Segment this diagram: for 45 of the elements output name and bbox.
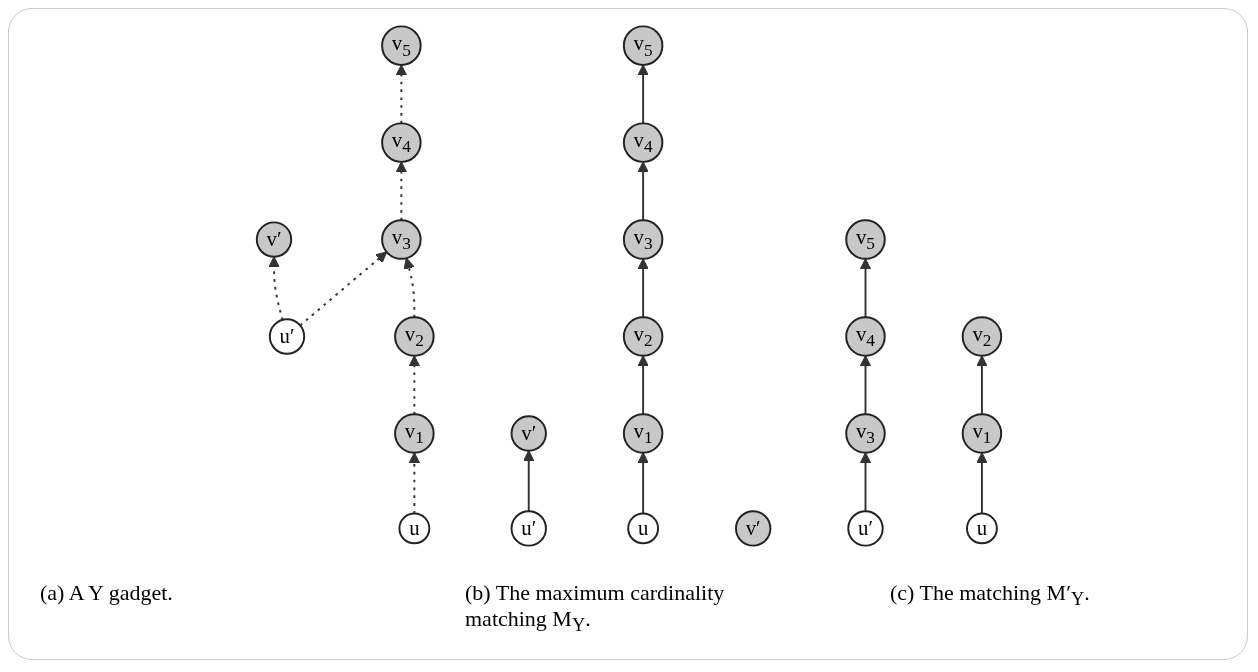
node-circle: v′ bbox=[735, 510, 772, 547]
figure-caption: (b) The maximum cardinality matching M$_{Y}$. bbox=[465, 580, 726, 637]
node-circle: u bbox=[627, 512, 660, 545]
node-circle: v$_{5}$ bbox=[622, 25, 664, 66]
arrow bbox=[976, 452, 988, 515]
arrow bbox=[859, 258, 872, 319]
node-circle: u′ bbox=[510, 510, 547, 547]
node-circle: v$_{2}$ bbox=[622, 316, 664, 357]
node-circle: v$_{5}$ bbox=[381, 25, 422, 66]
arrow bbox=[637, 452, 649, 515]
node-circle: v$_{1}$ bbox=[394, 413, 435, 454]
node-circle: v$_{2}$ bbox=[394, 316, 435, 357]
node-circle: u′ bbox=[847, 510, 884, 547]
arrow bbox=[299, 251, 388, 327]
arrow bbox=[637, 258, 649, 319]
arrow bbox=[395, 64, 408, 125]
node-circle: v$_{4}$ bbox=[845, 316, 886, 357]
arrow bbox=[408, 355, 421, 416]
node-circle: v$_{2}$ bbox=[961, 316, 1003, 357]
node-circle: v′ bbox=[510, 415, 547, 452]
node-circle: v′ bbox=[255, 221, 293, 258]
node-circle: u bbox=[966, 512, 998, 545]
node-circle: v$_{1}$ bbox=[622, 413, 664, 454]
arrow bbox=[859, 355, 872, 416]
arrow bbox=[637, 355, 649, 416]
arrow bbox=[523, 450, 535, 513]
node-circle: v$_{3}$ bbox=[845, 413, 886, 454]
arrow bbox=[403, 257, 416, 319]
arrow bbox=[637, 64, 649, 125]
node-circle: u bbox=[398, 512, 431, 545]
arrow bbox=[395, 161, 408, 222]
node-circle: v$_{3}$ bbox=[622, 219, 664, 260]
node-circle: v$_{5}$ bbox=[845, 219, 886, 260]
node-circle: v$_{3}$ bbox=[381, 219, 422, 260]
figure-caption: (a) A Y gadget. bbox=[40, 580, 174, 607]
node-circle: v$_{1}$ bbox=[961, 413, 1003, 454]
arrow bbox=[859, 452, 872, 513]
arrow bbox=[637, 161, 649, 222]
figure-caption: (c) The matching M′$_{Y}$. bbox=[890, 580, 1091, 612]
node-circle: u′ bbox=[268, 318, 306, 355]
node-circle: v$_{4}$ bbox=[622, 122, 664, 163]
arrow bbox=[976, 355, 988, 416]
arrow bbox=[408, 452, 421, 515]
arrow bbox=[268, 256, 284, 321]
node-circle: v$_{4}$ bbox=[381, 122, 422, 163]
